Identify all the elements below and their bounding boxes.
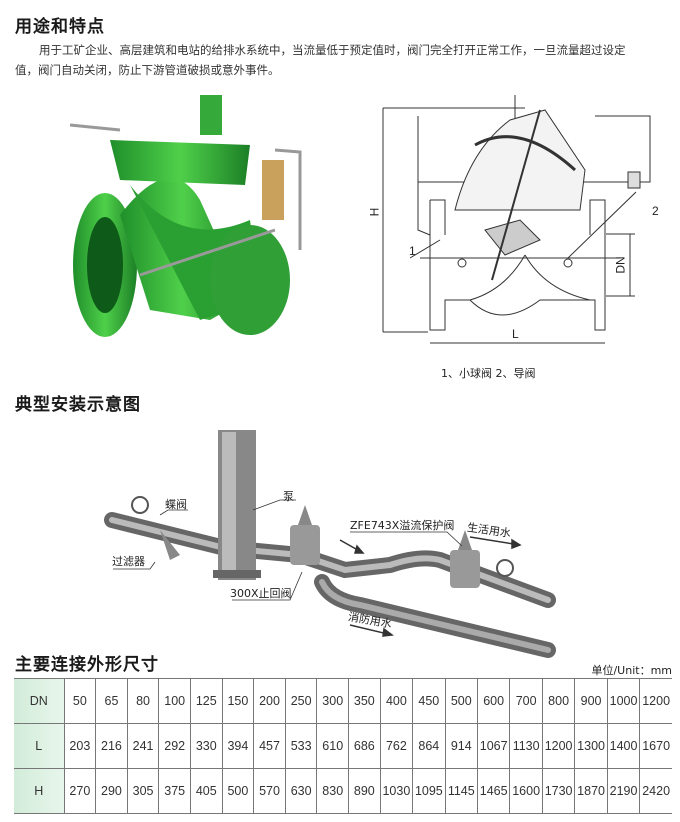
- table-cell: 2190: [606, 768, 640, 814]
- table-cell: 250: [284, 678, 317, 724]
- table-cell: 1600: [509, 768, 543, 814]
- table-cell: 533: [284, 723, 317, 769]
- table-cell: 1730: [541, 768, 575, 814]
- unit-label: 单位/Unit：mm: [591, 664, 672, 677]
- table-cell: 1130: [509, 723, 543, 769]
- table-cell: 305: [126, 768, 159, 814]
- row-header: L: [14, 723, 65, 769]
- paragraph-line: 用于工矿企业、高层建筑和电站的给排水系统中，当流量低于预定值时，阀门完全打开正常…: [39, 43, 626, 57]
- table-cell: 700: [509, 678, 543, 724]
- callout-1: 1: [409, 244, 416, 258]
- table-cell: 630: [284, 768, 317, 814]
- table-cell: 1200: [541, 723, 575, 769]
- row-header: DN: [14, 678, 65, 724]
- table-cell: 1095: [412, 768, 446, 814]
- label-check-valve: 300X止回阀: [230, 587, 292, 600]
- table-cell: 125: [189, 678, 223, 724]
- table-cell: 1145: [444, 768, 478, 814]
- table-cell: 450: [412, 678, 446, 724]
- table-cell: 270: [63, 768, 96, 814]
- dimension-l: L: [512, 327, 519, 341]
- table-cell: 1300: [574, 723, 608, 769]
- table-cell: 50: [63, 678, 96, 724]
- table-cell: 762: [379, 723, 413, 769]
- table-cell: 203: [63, 723, 96, 769]
- table-cell: 900: [574, 678, 608, 724]
- table-cell: 1870: [574, 768, 608, 814]
- section-title-usage: 用途和特点: [15, 17, 105, 37]
- row-header: H: [14, 768, 65, 814]
- table-cell: 292: [158, 723, 191, 769]
- table-cell: 1000: [606, 678, 640, 724]
- table-cell: 686: [348, 723, 381, 769]
- table-cell: 1400: [606, 723, 640, 769]
- paragraph-line: 值，阀门自动关闭，防止下游管道破损或意外事件。: [15, 63, 280, 77]
- label-pump: 泵: [283, 490, 294, 503]
- table-cell: 405: [189, 768, 223, 814]
- table-cell: 864: [412, 723, 446, 769]
- table-cell: 500: [444, 678, 478, 724]
- table-cell: 2420: [639, 768, 672, 814]
- table-cell: 830: [316, 768, 349, 814]
- callout-2: 2: [652, 204, 659, 218]
- section-title-dimensions: 主要连接外形尺寸: [15, 655, 159, 675]
- table-cell: 800: [541, 678, 575, 724]
- table-cell: 600: [476, 678, 510, 724]
- table-cell: 394: [221, 723, 254, 769]
- table-cell: 610: [316, 723, 349, 769]
- table-cell: 350: [348, 678, 381, 724]
- table-cell: 200: [253, 678, 286, 724]
- table-cell: 400: [379, 678, 413, 724]
- table-cell: 330: [189, 723, 223, 769]
- label-overflow-valve: ZFE743X溢流保护阀: [350, 519, 455, 532]
- table-cell: 290: [95, 768, 128, 814]
- table-cell: 80: [126, 678, 159, 724]
- table-cell: 1465: [476, 768, 510, 814]
- table-cell: 570: [253, 768, 286, 814]
- table-cell: 1067: [476, 723, 510, 769]
- table-cell: 457: [253, 723, 286, 769]
- table-cell: 65: [95, 678, 128, 724]
- label-butterfly-valve: 蝶阀: [165, 498, 187, 511]
- label-filter: 过滤器: [112, 555, 145, 568]
- table-cell: 216: [95, 723, 128, 769]
- table-cell: 914: [444, 723, 478, 769]
- table-cell: 1030: [379, 768, 413, 814]
- table-cell: 300: [316, 678, 349, 724]
- table-cell: 1200: [639, 678, 672, 724]
- table-cell: 890: [348, 768, 381, 814]
- section-title-installation: 典型安装示意图: [15, 395, 141, 415]
- table-cell: 500: [221, 768, 254, 814]
- table-cell: 100: [158, 678, 191, 724]
- table-cell: 150: [221, 678, 254, 724]
- table-cell: 1670: [639, 723, 672, 769]
- table-cell: 241: [126, 723, 159, 769]
- table-cell: 375: [158, 768, 191, 814]
- usage-paragraph: 用于工矿企业、高层建筑和电站的给排水系统中，当流量低于预定值时，阀门完全打开正常…: [15, 40, 680, 80]
- diagram-caption: 1、小球阀 2、导阀: [441, 367, 536, 380]
